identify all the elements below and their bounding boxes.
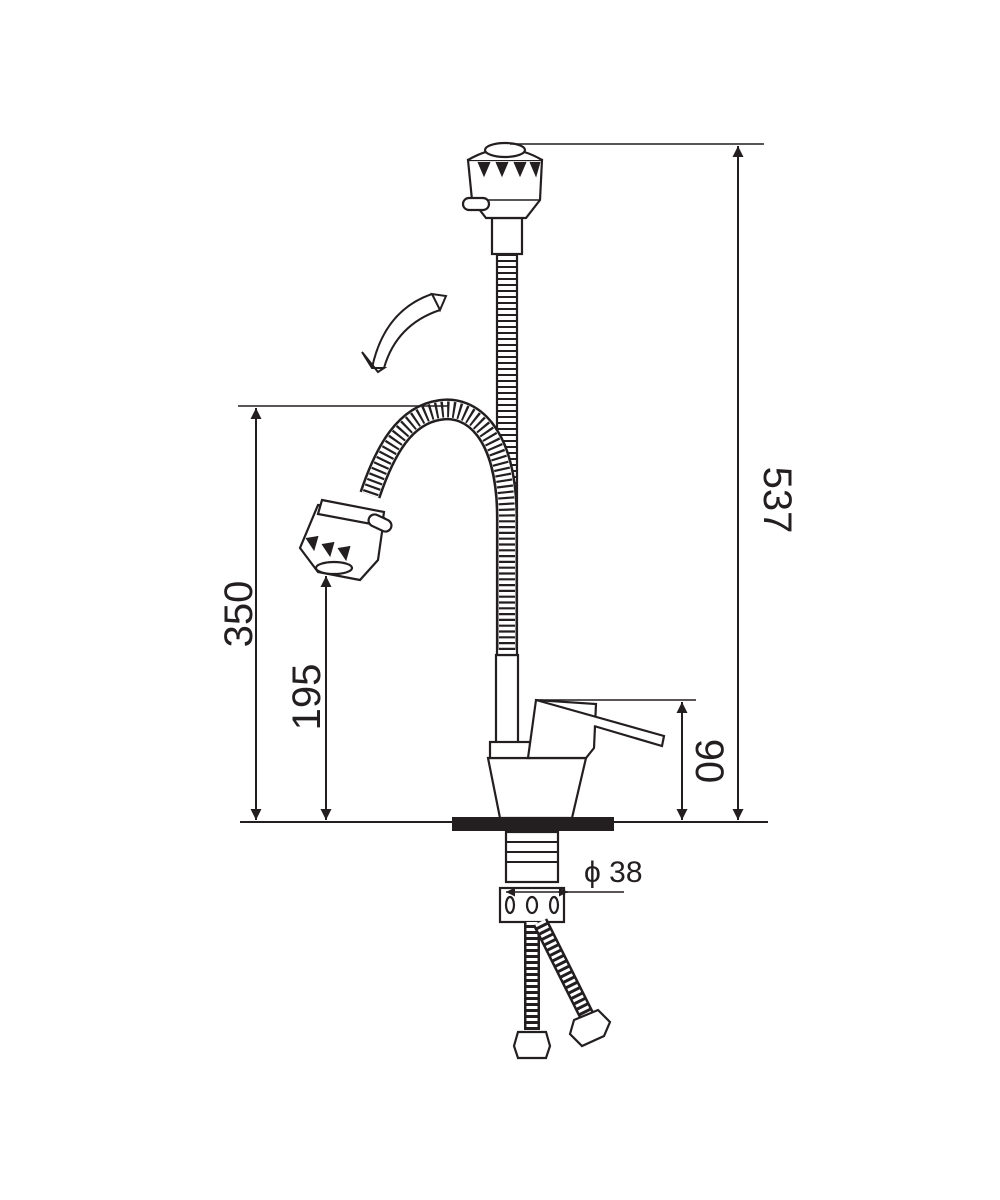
- dim-label-195: 195: [285, 664, 329, 731]
- dimension-537: 537: [510, 143, 799, 820]
- base-plate: [452, 817, 614, 831]
- dim-label-350: 350: [217, 581, 261, 648]
- dimension-90: 90: [540, 699, 731, 820]
- dim-label-diameter: ϕ 38: [584, 856, 643, 889]
- dim-label-537: 537: [755, 467, 799, 534]
- supply-hoses: [512, 918, 612, 1060]
- bent-spout: [298, 398, 518, 650]
- dim-label-90: 90: [687, 739, 731, 784]
- dimension-195: 195: [285, 576, 332, 820]
- dimension-350: 350: [217, 405, 448, 820]
- rotation-arrow: [361, 292, 448, 374]
- side-spray-head: [298, 498, 393, 582]
- counter-line: [240, 817, 768, 831]
- mounting-fitting: [498, 830, 566, 924]
- top-spray-head: [461, 141, 544, 220]
- dimension-diameter: ϕ 38: [506, 856, 643, 897]
- faucet-body: [486, 698, 666, 820]
